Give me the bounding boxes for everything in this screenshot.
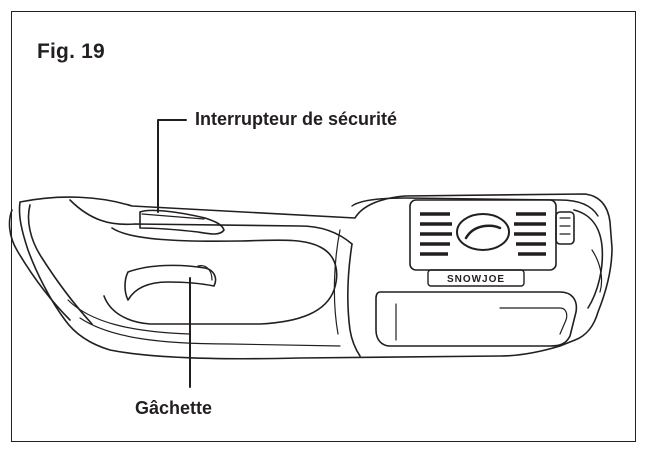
shaft	[8, 209, 71, 321]
body-divider	[347, 243, 361, 357]
figure-title: Fig. 19	[37, 40, 105, 63]
brand-mark: SNOWJOE	[447, 274, 505, 285]
release-button-inner	[559, 217, 571, 235]
shaft-inner	[27, 204, 93, 325]
belly-line-1	[79, 317, 341, 347]
trigger	[124, 264, 217, 301]
vent-center-swoosh	[464, 224, 502, 240]
safety-switch	[139, 209, 225, 235]
safety-switch-leader	[157, 119, 187, 213]
brand-plate	[427, 269, 525, 287]
body-divider-2	[333, 229, 341, 335]
release-button	[555, 211, 575, 245]
lower-housing-step	[499, 307, 568, 335]
front-cap	[573, 209, 604, 309]
vent-center-boss	[456, 213, 510, 251]
safety-switch-top	[141, 213, 205, 220]
grip-upper-ridge	[69, 199, 353, 245]
lower-housing-panel	[375, 291, 578, 347]
vent-slots	[420, 212, 546, 256]
handle-body	[18, 193, 613, 360]
trigger-slot	[197, 265, 213, 281]
trigger-label: Gâchette	[135, 398, 213, 418]
housing-top	[351, 197, 599, 217]
figure-frame	[11, 11, 636, 442]
grip-recess	[103, 227, 338, 325]
belly-line-2	[67, 299, 191, 335]
safety-switch-label: Interrupteur de sécurité	[195, 109, 398, 129]
front-cap-inner	[591, 249, 603, 293]
